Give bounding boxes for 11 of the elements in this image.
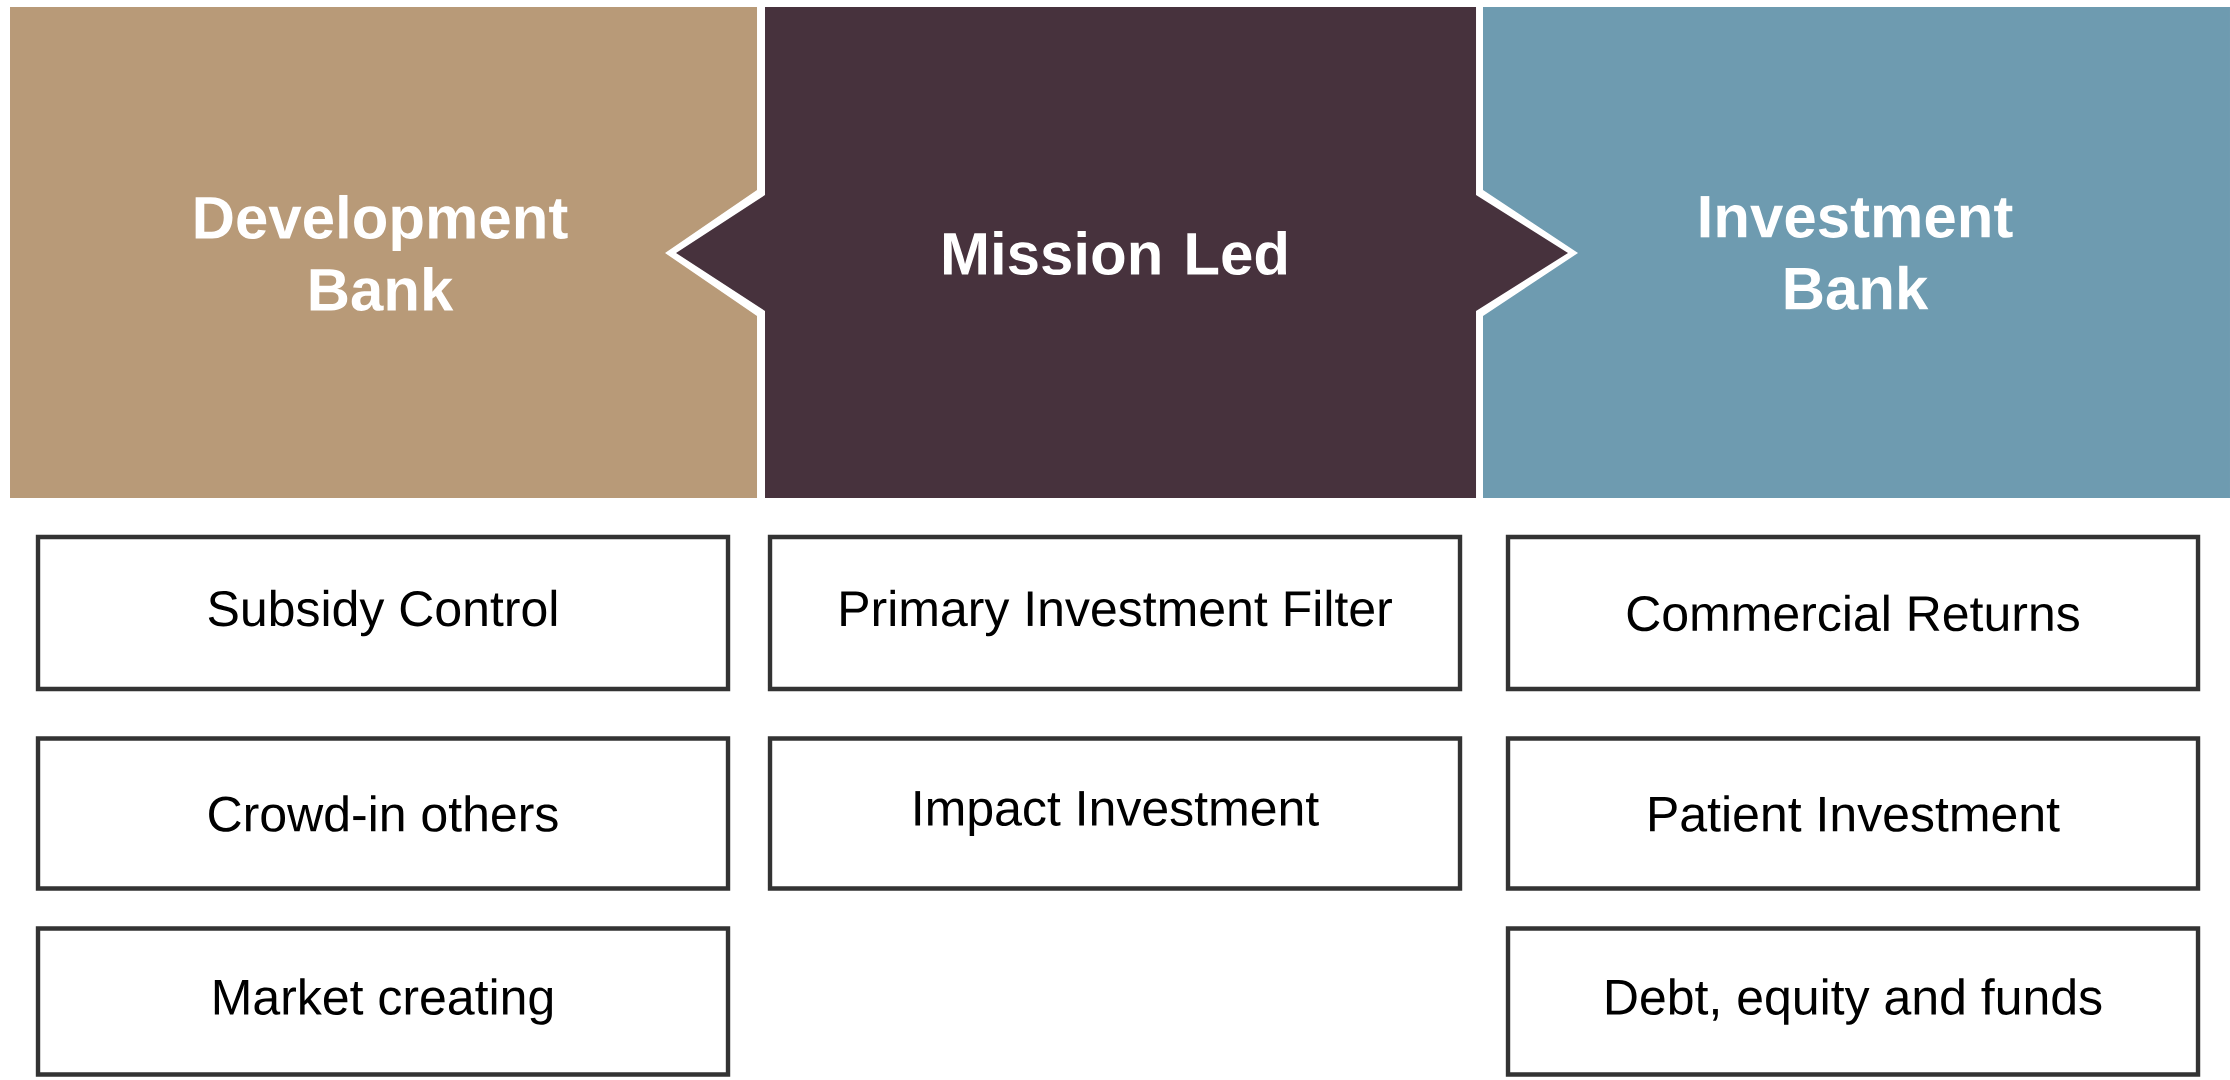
text-box: Market creating <box>35 926 731 1077</box>
text-box: Subsidy Control <box>35 534 731 692</box>
header-banner: Development Bank <box>10 7 757 498</box>
text-box: Patient Investment <box>1505 736 2201 891</box>
header-banner: Mission Led <box>676 7 1568 498</box>
header-banner: Investment Bank <box>1483 7 2230 498</box>
text-box: Debt, equity and funds <box>1505 926 2201 1077</box>
text-box: Impact Investment <box>767 736 1463 891</box>
text-box: Commercial Returns <box>1505 534 2201 692</box>
text-box: Crowd-in others <box>35 736 731 891</box>
text-box: Primary Investment Filter <box>767 534 1463 692</box>
